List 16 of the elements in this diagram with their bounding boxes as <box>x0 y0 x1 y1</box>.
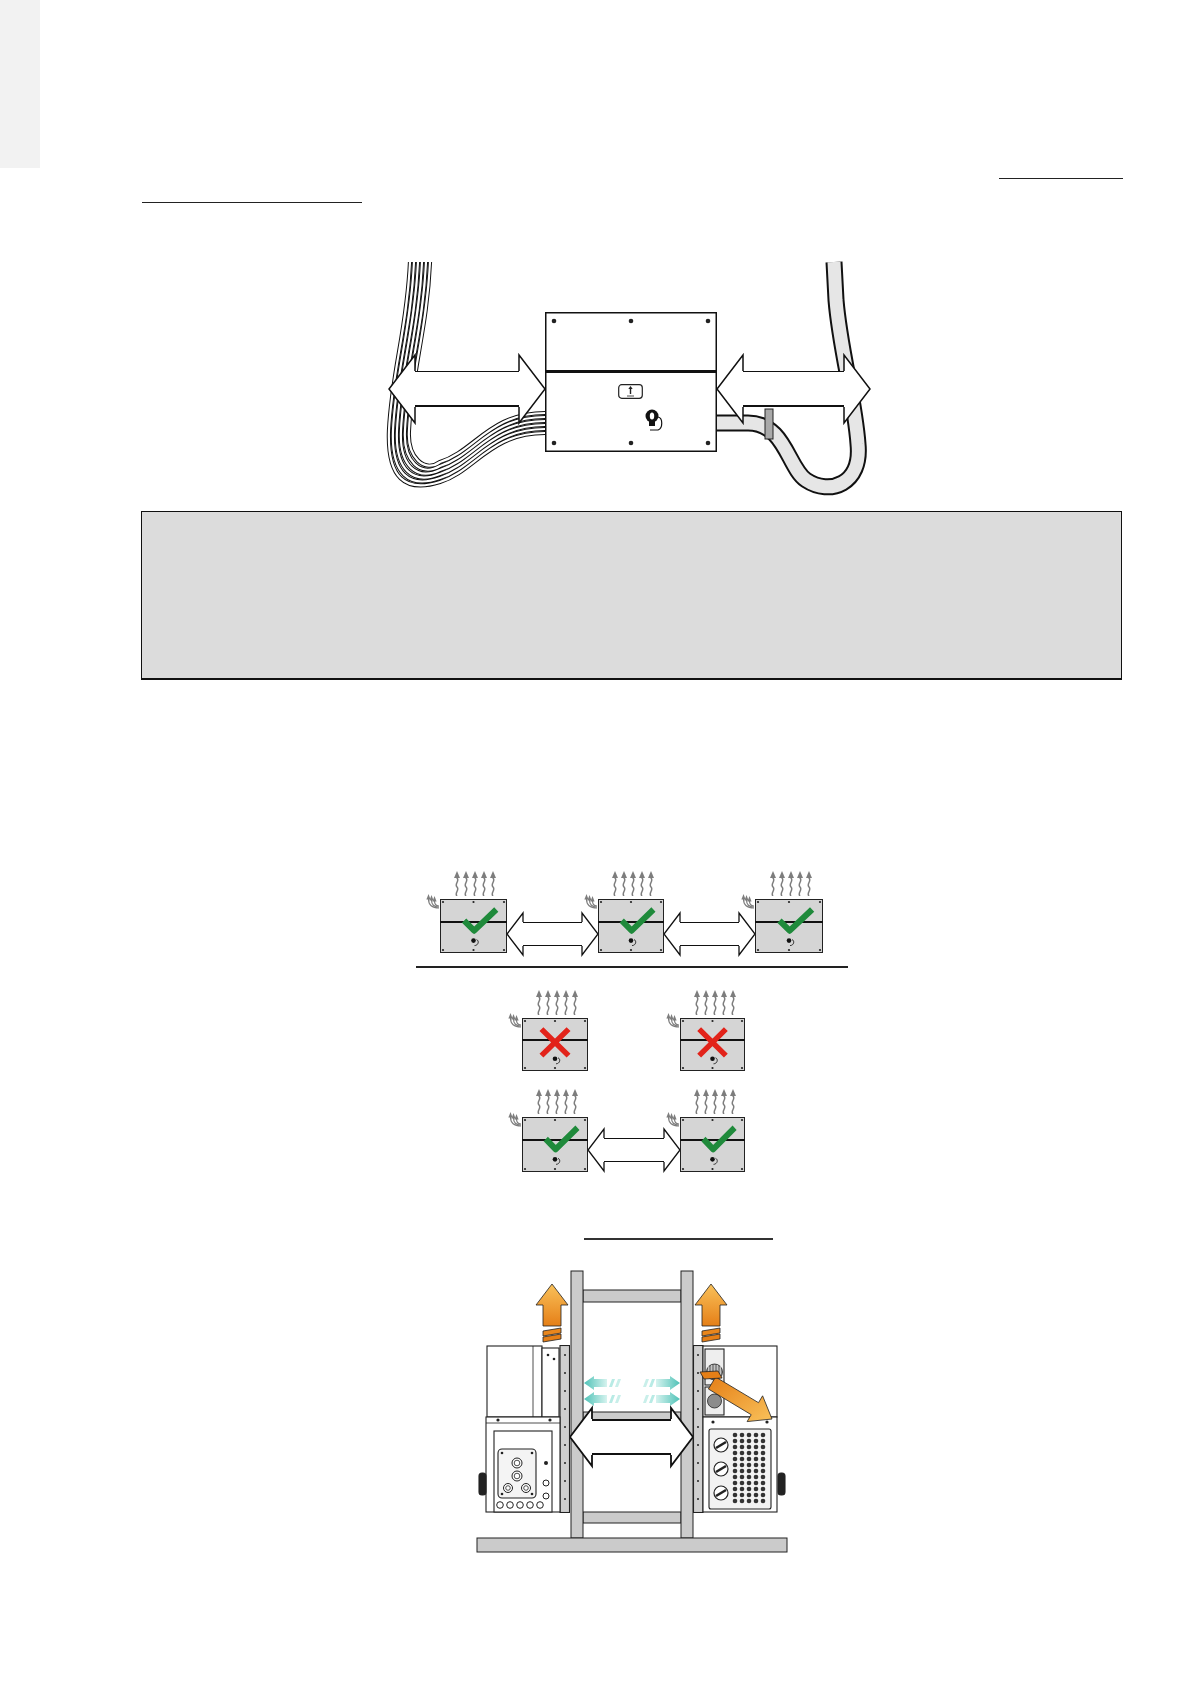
double-arrow <box>663 912 756 956</box>
inverter-drawing <box>522 1117 588 1172</box>
inverter-drawing <box>522 1018 588 1071</box>
inverter-drawing <box>693 1345 786 1513</box>
double-arrow <box>506 912 599 956</box>
inverter-drawing <box>680 1117 745 1172</box>
inverter-drawing <box>478 1345 570 1513</box>
inverter-drawing <box>598 899 664 953</box>
double-arrow <box>388 354 546 424</box>
inverter-drawing <box>755 899 823 953</box>
inverter-drawing <box>545 312 717 452</box>
inverter-drawing <box>680 1018 745 1071</box>
inverter-drawing <box>440 899 507 953</box>
double-arrow <box>587 1128 681 1172</box>
double-arrow <box>716 354 871 424</box>
double-arrow <box>569 1407 694 1467</box>
